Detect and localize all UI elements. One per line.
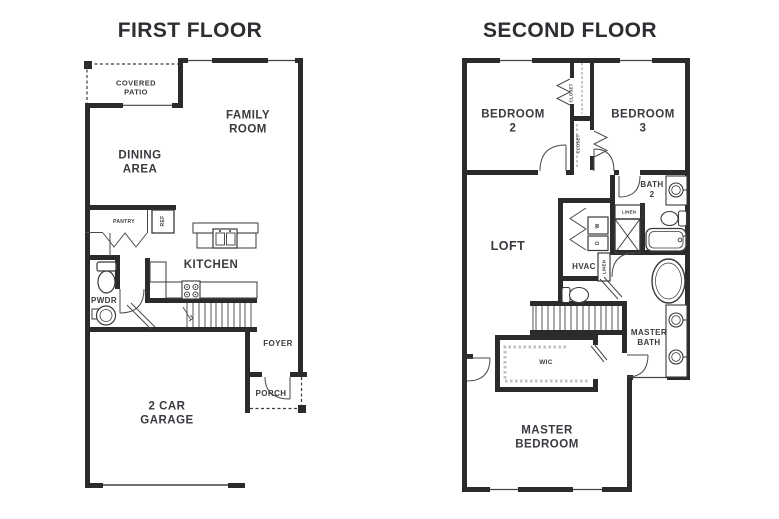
first-floor-plan (84, 58, 307, 488)
first-floor-thin-walls (85, 210, 148, 256)
bathtub-icon (645, 227, 687, 252)
pantry-bifold-door (102, 232, 148, 248)
second-floor-windows (490, 59, 667, 491)
wic-door (593, 343, 608, 361)
first-floor-doors (119, 288, 291, 400)
angled-door (599, 278, 619, 300)
bifold-door (592, 130, 609, 158)
angled-door (603, 276, 623, 298)
room-label-family-room: FAMILY ROOM (225, 109, 271, 136)
room-label-bedroom-2: BEDROOM 2 (481, 108, 545, 135)
under-stairs-door (126, 304, 152, 330)
stairs-first-floor (182, 303, 252, 327)
laundry-closet (587, 216, 609, 252)
second-floor-doors (466, 144, 649, 382)
dashed-outlines (86, 63, 303, 410)
door-arc (593, 148, 615, 172)
room-label-kitchen: KITCHEN (183, 258, 239, 271)
door-arc (264, 376, 291, 400)
master-vanity (665, 304, 688, 378)
second-floor-plan (462, 58, 690, 492)
room-label-loft: LOFT (490, 239, 526, 254)
bifold-door (555, 78, 572, 106)
closet-rods (576, 63, 583, 167)
second-floor-walls (462, 58, 690, 492)
door-arc (611, 252, 636, 278)
stove-icon (181, 280, 201, 300)
bifold-doors (555, 78, 609, 251)
room-label-bath-2: BATH 2 (640, 180, 664, 199)
door-arc (466, 357, 491, 382)
room-label-master-bath: MASTER BATH (630, 328, 668, 347)
stairs-second-floor (532, 306, 619, 330)
pedestal-sink-icon (91, 305, 117, 326)
room-label-closet-bottom: CLOSET (575, 134, 581, 154)
room-label-foyer: FOYER (263, 339, 293, 348)
label-dryer: D (594, 241, 601, 245)
room-label-hvac: HVAC (572, 262, 596, 271)
room-label-porch: PORCH (255, 389, 287, 398)
shower-icon (614, 218, 641, 254)
room-label-powder: PWDR (90, 296, 118, 305)
bath2-vanity-sink-icon (665, 175, 688, 206)
toilet-icon (660, 210, 688, 227)
door-arc (618, 175, 641, 198)
door-arc (626, 354, 649, 378)
bifold-door (569, 207, 587, 251)
room-label-dining-area: DINING AREA (118, 149, 162, 176)
under-stairs-door (130, 302, 156, 328)
toilet-icon (561, 286, 590, 304)
room-label-bedroom-3: BEDROOM 3 (611, 108, 675, 135)
second-floor-title: SECOND FLOOR (483, 18, 657, 42)
first-floor-title: FIRST FLOOR (117, 18, 263, 42)
patio-post (84, 61, 92, 69)
dryer-icon (587, 235, 609, 252)
first-floor-walls (84, 58, 307, 488)
room-label-garage: 2 CAR GARAGE (140, 400, 194, 427)
door-arc (539, 144, 567, 172)
room-label-wic: WIC (539, 358, 553, 366)
stairs-direction-arrow (182, 306, 192, 321)
wic-door (590, 345, 605, 363)
toilet-icon (96, 261, 117, 294)
garden-tub-icon (651, 258, 686, 304)
porch-post (298, 405, 306, 413)
washer-icon (587, 216, 609, 235)
wic-shelving (503, 345, 589, 383)
room-label-linen-lower: LINEN (601, 259, 607, 275)
kitchen-sink-icon (212, 228, 238, 249)
first-floor-windows (103, 59, 295, 486)
room-label-closet-top: CLOSET (568, 83, 574, 103)
linen-closet (597, 252, 611, 282)
room-label-linen-upper: LINEN (621, 209, 637, 215)
label-washer: W (594, 222, 601, 229)
door-arc (119, 288, 145, 314)
room-label-ref: REF (159, 215, 166, 227)
room-label-master-bedroom: MASTER BEDROOM (515, 424, 579, 451)
room-label-covered-patio: COVERED PATIO (116, 78, 156, 97)
refrigerator-icon (151, 209, 175, 234)
room-label-pantry: PANTRY (113, 218, 135, 225)
